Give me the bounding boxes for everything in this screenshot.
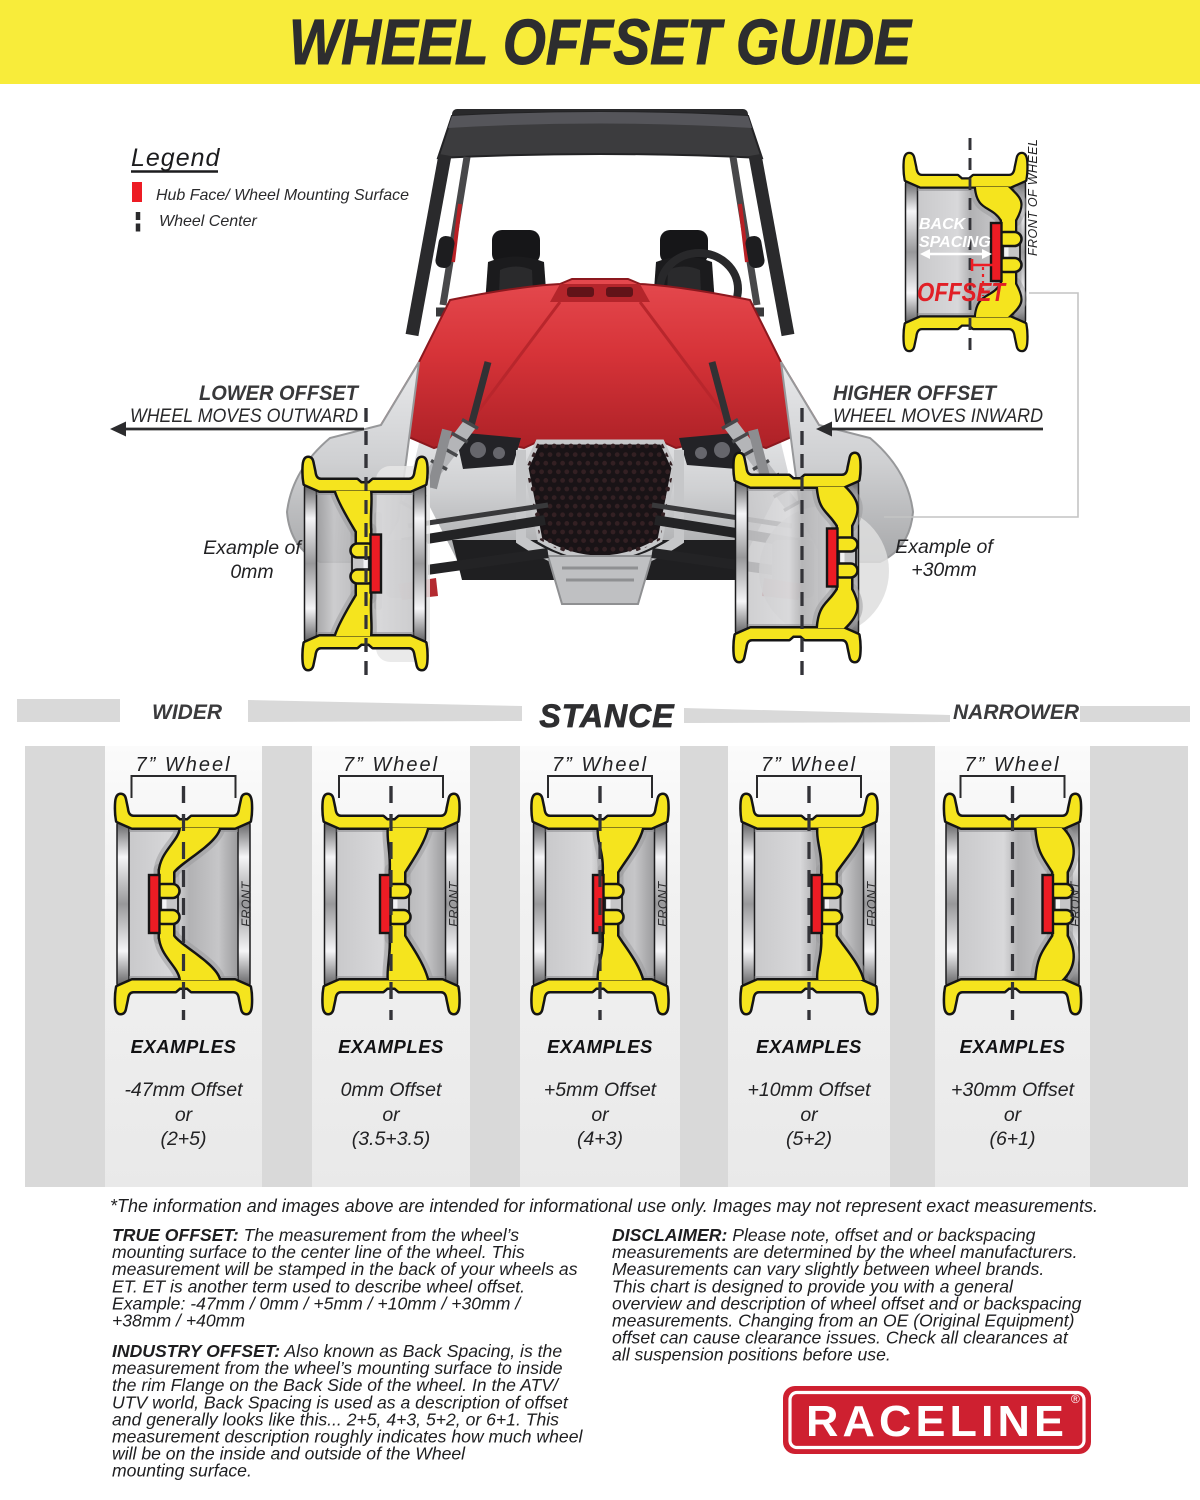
svg-text:0mm Offset: 0mm Offset — [341, 1079, 443, 1101]
svg-text:FRONT OF WHEEL: FRONT OF WHEEL — [1026, 139, 1040, 256]
svg-text:and generally looks like this.: and generally looks like this... 2+5, 4+… — [112, 1409, 559, 1429]
svg-text:EXAMPLES: EXAMPLES — [547, 1036, 653, 1057]
svg-text:(4+3): (4+3) — [577, 1128, 623, 1150]
svg-text:offset can cause clearance iss: offset can cause clearance issues. Check… — [612, 1328, 1069, 1348]
svg-text:EXAMPLES: EXAMPLES — [338, 1036, 444, 1057]
svg-text:+30mm Offset: +30mm Offset — [951, 1079, 1076, 1101]
svg-text:7” Wheel: 7” Wheel — [552, 754, 648, 776]
svg-text:measurements are determined by: measurements are determined by the wheel… — [612, 1242, 1078, 1262]
svg-text:EXAMPLES: EXAMPLES — [960, 1036, 1066, 1057]
svg-text:Hub Face/ Wheel Mounting Surf: Hub Face/ Wheel Mounting Surface — [156, 187, 409, 204]
svg-text:FRONT: FRONT — [240, 880, 254, 926]
svg-text:WHEEL MOVES INWARD: WHEEL MOVES INWARD — [833, 406, 1043, 427]
svg-text:mounting surface to the center: mounting surface to the center line of t… — [112, 1242, 525, 1262]
svg-text:or: or — [1004, 1104, 1023, 1126]
svg-text:Example of: Example of — [203, 537, 303, 559]
svg-text:INDUSTRY OFFSET: Also known as: INDUSTRY OFFSET: Also known as Back Spac… — [112, 1341, 562, 1361]
svg-text:WIDER: WIDER — [152, 701, 223, 724]
svg-text:7” Wheel: 7” Wheel — [135, 754, 231, 776]
svg-text:or: or — [175, 1104, 194, 1126]
svg-text:or: or — [591, 1104, 610, 1126]
svg-text:all suspension positions befor: all suspension positions before use. — [612, 1345, 891, 1365]
svg-text:DISCLAIMER: Please note, offse: DISCLAIMER: Please note, offset and or b… — [612, 1225, 1036, 1245]
svg-text:mounting surface.: mounting surface. — [112, 1461, 252, 1481]
svg-text:7” Wheel: 7” Wheel — [761, 754, 857, 776]
svg-text:-47mm Offset: -47mm Offset — [124, 1079, 244, 1101]
svg-text:*The information and images ab: *The information and images above are in… — [110, 1196, 1098, 1216]
svg-text:FRONT: FRONT — [656, 880, 670, 926]
svg-text:FRONT: FRONT — [865, 880, 879, 926]
svg-text:0mm: 0mm — [230, 561, 273, 583]
svg-text:WHEEL MOVES OUTWARD: WHEEL MOVES OUTWARD — [130, 406, 358, 427]
svg-text:TRUE OFFSET: The measurement f: TRUE OFFSET: The measurement from the wh… — [112, 1225, 519, 1245]
svg-text:measurements. Changing from an: measurements. Changing from an OE (Origi… — [612, 1311, 1075, 1331]
svg-text:(3.5+3.5): (3.5+3.5) — [352, 1128, 431, 1150]
svg-text:HIGHER OFFSET: HIGHER OFFSET — [833, 382, 998, 405]
svg-text:ET. ET is another term used to: ET. ET is another term used to describe … — [112, 1276, 525, 1296]
svg-text:LOWER OFFSET: LOWER OFFSET — [199, 382, 360, 405]
svg-text:EXAMPLES: EXAMPLES — [756, 1036, 862, 1057]
svg-text:measurement from the wheel’s m: measurement from the wheel’s mounting su… — [112, 1358, 563, 1378]
svg-text:+10mm Offset: +10mm Offset — [748, 1079, 873, 1101]
svg-text:overview and description of wh: overview and description of wheel offset… — [612, 1293, 1082, 1313]
svg-text:or: or — [382, 1104, 401, 1126]
svg-text:SPACING: SPACING — [919, 234, 991, 251]
svg-text:Example: -47mm / 0mm / +5mm /: Example: -47mm / 0mm / +5mm / +10mm / +3… — [112, 1293, 522, 1313]
svg-text:FRONT: FRONT — [447, 880, 461, 926]
svg-text:EXAMPLES: EXAMPLES — [131, 1036, 237, 1057]
svg-text:measurement description roughl: measurement description roughly indicate… — [112, 1427, 583, 1447]
svg-text:Measurements can vary slightly: Measurements can vary slightly between w… — [612, 1259, 1044, 1279]
svg-text:7” Wheel: 7” Wheel — [343, 754, 439, 776]
svg-text:will be on the inside and outs: will be on the inside and outside of the… — [112, 1444, 466, 1464]
svg-text:(5+2): (5+2) — [786, 1128, 832, 1150]
svg-text:+38mm / +40mm: +38mm / +40mm — [112, 1311, 245, 1331]
svg-text:BACK: BACK — [919, 216, 967, 233]
svg-text:+30mm: +30mm — [911, 559, 977, 581]
svg-text:Legend: Legend — [131, 144, 221, 172]
svg-text:OFFSET: OFFSET — [917, 277, 1007, 307]
svg-text:This chart is designed to prov: This chart is designed to provide you wi… — [612, 1276, 1014, 1296]
svg-text:measurement will be stamped in: measurement will be stamped in the back … — [112, 1259, 578, 1279]
svg-text:NARROWER: NARROWER — [953, 701, 1080, 724]
svg-text:7” Wheel: 7” Wheel — [964, 754, 1060, 776]
svg-text:UTV world, Back Spacing is use: UTV world, Back Spacing is used as a des… — [112, 1392, 569, 1412]
svg-text:FRONT: FRONT — [1069, 880, 1083, 926]
svg-text:the rim Flange on the Back Sid: the rim Flange on the Back Side of the w… — [112, 1375, 560, 1395]
svg-text:®: ® — [1071, 1392, 1080, 1406]
svg-text:+5mm Offset: +5mm Offset — [544, 1079, 658, 1101]
svg-text:or: or — [800, 1104, 819, 1126]
svg-text:STANCE: STANCE — [539, 698, 675, 734]
svg-text:(6+1): (6+1) — [989, 1128, 1035, 1150]
svg-text:Wheel Center: Wheel Center — [159, 213, 257, 230]
svg-text:RACELINE: RACELINE — [806, 1397, 1068, 1446]
svg-text:Example of: Example of — [895, 536, 995, 558]
svg-text:(2+5): (2+5) — [160, 1128, 206, 1150]
svg-text:WHEEL OFFSET GUIDE: WHEEL OFFSET GUIDE — [289, 6, 913, 78]
